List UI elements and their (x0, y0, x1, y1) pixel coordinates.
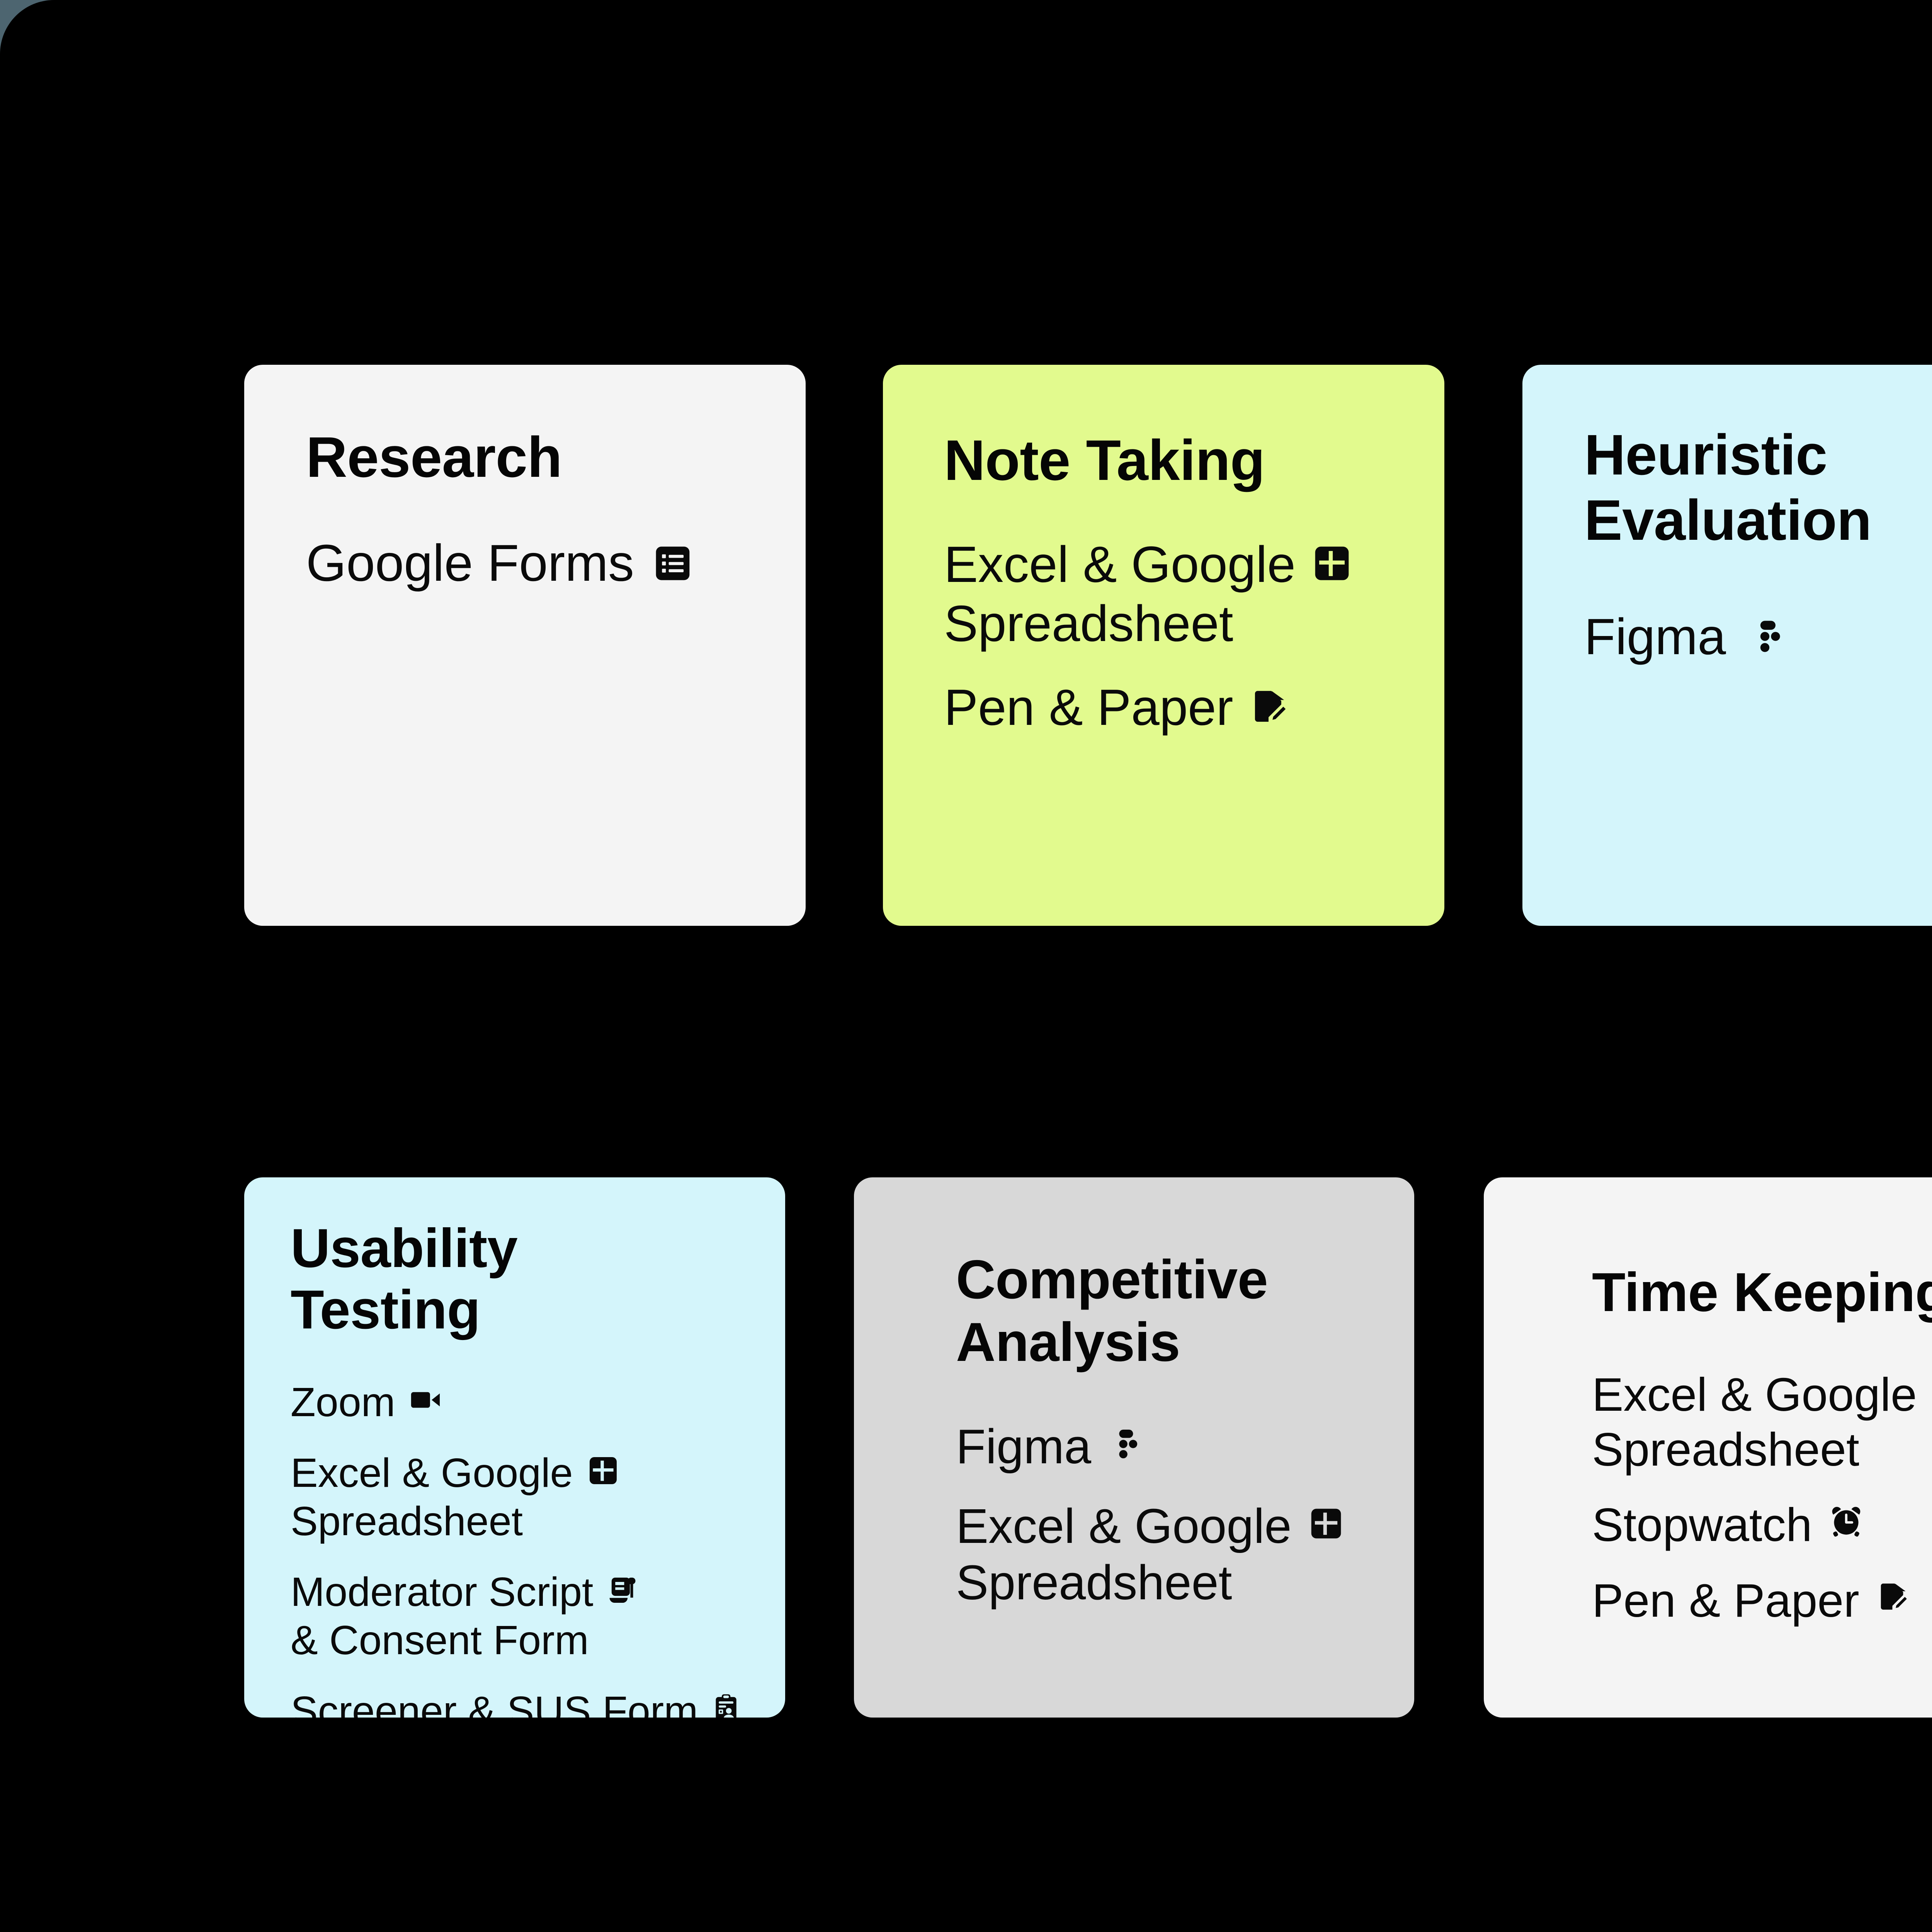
tool-item[interactable]: Google Forms (306, 534, 806, 593)
tool-label: Moderator Script & Consent Form (291, 1569, 594, 1663)
pen-paper-icon (1876, 1580, 1910, 1614)
card-note-taking-content: Note Taking Excel & Google Spreadsheet P… (883, 365, 1444, 737)
card-competitive-tool-list: Figma Excel & Google Spreadsheet (956, 1418, 1414, 1611)
card-note-taking-tool-list: Excel & Google Spreadsheet Pen & Paper (944, 535, 1444, 737)
tool-label: Excel & Google Spreadsheet (291, 1450, 573, 1544)
tool-item[interactable]: Figma (956, 1418, 1414, 1475)
tool-label: Excel & Google Spreadsheet (944, 536, 1296, 652)
card-usability-testing[interactable]: Usability Testing Zoom Excel & Google Sp… (244, 1177, 785, 1718)
card-research-content: Research Google Forms (244, 365, 806, 593)
tool-label: Pen & Paper (1592, 1574, 1859, 1627)
tool-item[interactable]: Figma (1584, 607, 1932, 666)
figma-icon (1108, 1426, 1144, 1462)
card-heuristic-content: Heuristic Evaluation Figma (1522, 365, 1932, 667)
card-competitive-content: Competitive Analysis Figma Excel & Goo (854, 1177, 1414, 1611)
card-timekeeping-tool-list: Excel & Google Spreadsheet Stopwatch (1592, 1367, 1932, 1628)
tool-item[interactable]: Excel & Google Spreadsheet (956, 1498, 1414, 1611)
google-forms-icon (653, 543, 693, 583)
tool-label: Stopwatch (1592, 1498, 1812, 1551)
scroll-icon (607, 1573, 640, 1606)
tool-label: Pen & Paper (944, 679, 1233, 736)
card-heuristic-evaluation[interactable]: Heuristic Evaluation Figma (1522, 365, 1932, 926)
tool-item[interactable]: Zoom (291, 1378, 785, 1427)
tool-label: Zoom (291, 1379, 395, 1425)
tool-item[interactable]: Screener & SUS Form (291, 1687, 785, 1718)
card-usability-content: Usability Testing Zoom Excel & Google Sp… (244, 1177, 785, 1718)
card-note-taking-title: Note Taking (944, 429, 1265, 492)
tool-label: Google Forms (306, 534, 634, 592)
card-timekeeping-title: Time Keeping (1592, 1262, 1932, 1323)
figma-icon (1748, 617, 1787, 656)
card-heuristic-tool-list: Figma (1584, 607, 1932, 666)
card-research[interactable]: Research Google Forms (244, 365, 806, 926)
tool-label: Excel & Google Spreadsheet (1592, 1368, 1917, 1476)
spreadsheet-icon (587, 1454, 619, 1487)
video-camera-icon (409, 1384, 442, 1416)
card-usability-title: Usability Testing (291, 1218, 518, 1341)
tool-item[interactable]: Excel & Google Spreadsheet (291, 1449, 785, 1546)
spreadsheet-icon (1312, 543, 1352, 583)
card-timekeeping-content: Time Keeping Excel & Google Spreadsheet … (1484, 1177, 1932, 1628)
tool-label: Figma (956, 1419, 1092, 1474)
tool-item[interactable]: Excel & Google Spreadsheet (944, 535, 1444, 653)
clipboard-person-icon (712, 1692, 744, 1718)
alarm-clock-icon (1829, 1504, 1863, 1538)
tool-label: Screener & SUS Form (291, 1688, 698, 1718)
spreadsheet-icon (1308, 1506, 1344, 1541)
tool-label: Excel & Google Spreadsheet (956, 1498, 1292, 1610)
card-time-keeping[interactable]: Time Keeping Excel & Google Spreadsheet … (1484, 1177, 1932, 1718)
card-research-title: Research (306, 425, 562, 489)
tool-item[interactable]: Stopwatch (1592, 1498, 1932, 1553)
tool-item[interactable]: Pen & Paper (1592, 1573, 1932, 1628)
pen-paper-icon (1250, 686, 1290, 726)
tool-item[interactable]: Excel & Google Spreadsheet (1592, 1367, 1932, 1477)
tool-label: Figma (1584, 608, 1726, 665)
card-usability-tool-list: Zoom Excel & Google Spreadsheet (291, 1378, 785, 1718)
card-competitive-analysis[interactable]: Competitive Analysis Figma Excel & Goo (854, 1177, 1414, 1718)
tool-item[interactable]: Moderator Script & Consent Form (291, 1568, 785, 1665)
card-note-taking[interactable]: Note Taking Excel & Google Spreadsheet P… (883, 365, 1444, 926)
card-heuristic-title: Heuristic Evaluation (1584, 423, 1872, 552)
card-competitive-title: Competitive Analysis (956, 1249, 1268, 1373)
tool-item[interactable]: Pen & Paper (944, 678, 1444, 737)
card-research-tool-list: Google Forms (306, 534, 806, 593)
